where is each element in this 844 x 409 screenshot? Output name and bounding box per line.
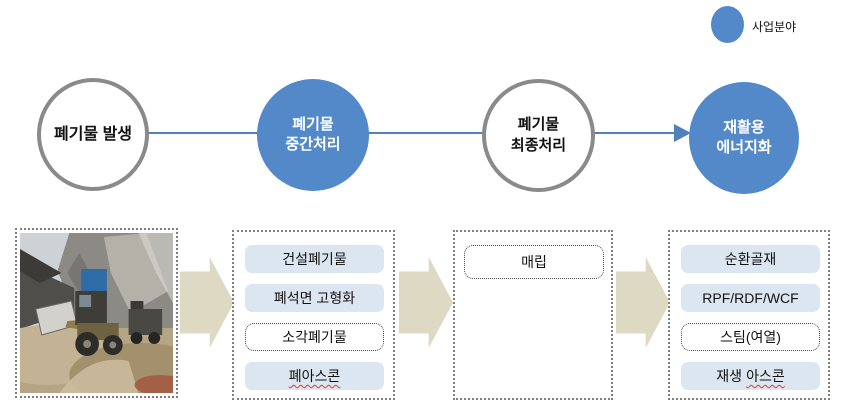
- item-rpf-rdf-wcf: RPF/RDF/WCF: [681, 284, 820, 312]
- item-recycled-ascon: 재생 아스콘: [681, 362, 820, 390]
- item-label-plain: 재생: [716, 368, 743, 384]
- right-block-arrow-icon: [180, 257, 234, 348]
- stage-waste-generation: 폐기물 발생: [37, 78, 149, 191]
- legend-label: 사업분야: [752, 20, 797, 34]
- stage-recycling-energy: 재활용 에너지화: [689, 82, 799, 194]
- item-landfill: 매립: [464, 245, 604, 279]
- item-label: 건설폐기물: [282, 251, 347, 267]
- final-treatment-panel: 매립: [453, 230, 613, 400]
- item-incineration-waste: 소각폐기물: [245, 323, 384, 351]
- flow-arrowhead-icon: [674, 124, 691, 142]
- right-block-arrow-icon: [399, 257, 453, 348]
- quarry-photo: [20, 233, 173, 393]
- item-asbestos-solidification: 폐석면 고형화: [245, 284, 384, 312]
- item-label-wavy: 아스콘: [746, 368, 785, 384]
- item-label: 소각폐기물: [282, 329, 347, 345]
- recycling-output-panel: 순환골재 RPF/RDF/WCF 스팀(여열) 재생 아스콘: [668, 230, 830, 400]
- intermediate-treatment-panel: 건설폐기물 폐석면 고형화 소각폐기물 폐아스콘: [232, 230, 395, 400]
- stage-label-line2: 에너지화: [716, 139, 772, 156]
- stage-label-line1: 폐기물: [517, 116, 560, 134]
- item-label: RPF/RDF/WCF: [702, 290, 799, 306]
- flow-connector-line: [95, 132, 680, 134]
- stage-label-line2: 최종처리: [510, 136, 567, 154]
- photo-panel: [15, 228, 178, 398]
- stage-final-treatment: 폐기물 최종처리: [482, 79, 595, 192]
- item-steam-waste-heat: 스팀(여열): [681, 323, 820, 351]
- stage-label-line1: 재활용: [723, 118, 765, 136]
- item-label: 매립: [521, 254, 547, 270]
- stage-intermediate-treatment: 폐기물 중간처리: [257, 79, 369, 191]
- item-label: 스팀(여열): [720, 329, 781, 345]
- item-construction-waste: 건설폐기물: [245, 245, 384, 273]
- item-label: 폐석면 고형화: [273, 290, 356, 306]
- stage-label: 폐기물 발생: [53, 125, 133, 143]
- right-block-arrow-icon: [616, 257, 670, 348]
- stage-label-line1: 폐기물: [292, 115, 334, 133]
- item-label: 폐아스콘: [288, 368, 341, 384]
- legend-business-area-dot-icon: [711, 6, 744, 43]
- item-label: 순환골재: [724, 251, 777, 267]
- item-recycled-aggregate: 순환골재: [681, 245, 820, 273]
- stage-label-line2: 중간처리: [285, 136, 341, 153]
- item-waste-ascon: 폐아스콘: [245, 362, 384, 390]
